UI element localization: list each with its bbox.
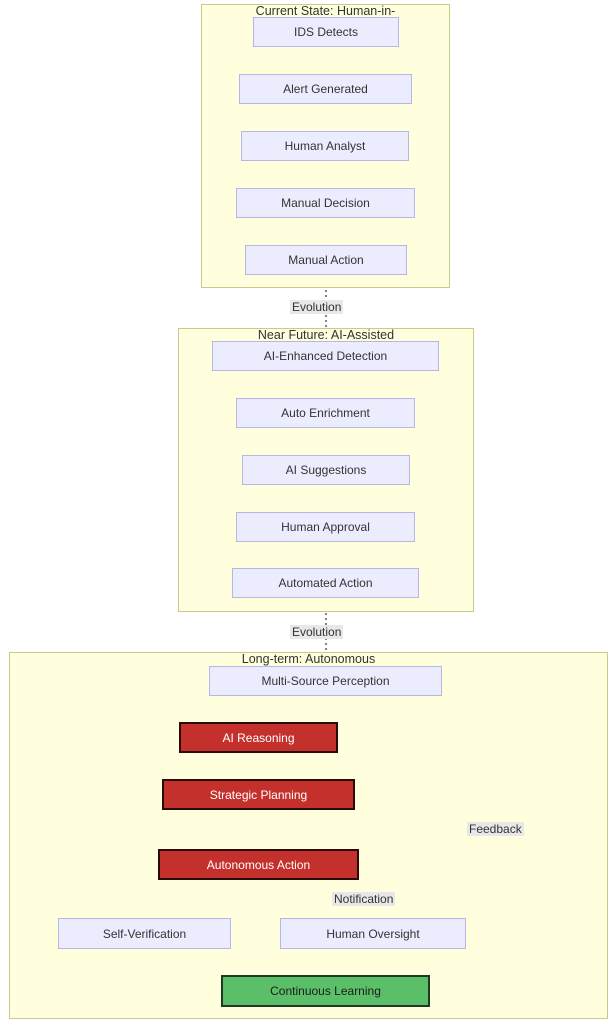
edge-label-evolution-2: Evolution bbox=[290, 625, 344, 639]
node-ai-reasoning[interactable]: AI Reasoning bbox=[179, 722, 338, 753]
node-automated-action[interactable]: Automated Action bbox=[232, 568, 419, 598]
cluster-title-long-term: Long-term: Autonomous bbox=[241, 652, 376, 666]
node-continuous-learning[interactable]: Continuous Learning bbox=[221, 975, 430, 1007]
node-multi-source-perception[interactable]: Multi-Source Perception bbox=[209, 666, 442, 696]
cluster-title-current-state: Current State: Human-in- bbox=[255, 4, 396, 18]
cluster-title-near-future: Near Future: AI-Assisted bbox=[257, 328, 395, 342]
node-ai-suggestions[interactable]: AI Suggestions bbox=[242, 455, 410, 485]
node-self-verification[interactable]: Self-Verification bbox=[58, 918, 231, 949]
node-manual-action[interactable]: Manual Action bbox=[245, 245, 407, 275]
node-human-oversight[interactable]: Human Oversight bbox=[280, 918, 466, 949]
node-human-approval[interactable]: Human Approval bbox=[236, 512, 415, 542]
node-alert-generated[interactable]: Alert Generated bbox=[239, 74, 412, 104]
edge-label-feedback: Feedback bbox=[467, 822, 524, 836]
node-autonomous-action[interactable]: Autonomous Action bbox=[158, 849, 359, 880]
cluster-near-future: Near Future: AI-Assisted bbox=[178, 328, 474, 612]
node-strategic-planning[interactable]: Strategic Planning bbox=[162, 779, 355, 810]
node-manual-decision[interactable]: Manual Decision bbox=[236, 188, 415, 218]
edge-label-evolution-1: Evolution bbox=[290, 300, 344, 314]
node-ai-enhanced-detection[interactable]: AI-Enhanced Detection bbox=[212, 341, 439, 371]
node-ids-detects[interactable]: IDS Detects bbox=[253, 17, 399, 47]
node-auto-enrichment[interactable]: Auto Enrichment bbox=[236, 398, 415, 428]
node-human-analyst[interactable]: Human Analyst bbox=[241, 131, 409, 161]
edge-label-notification: Notification bbox=[332, 892, 396, 906]
